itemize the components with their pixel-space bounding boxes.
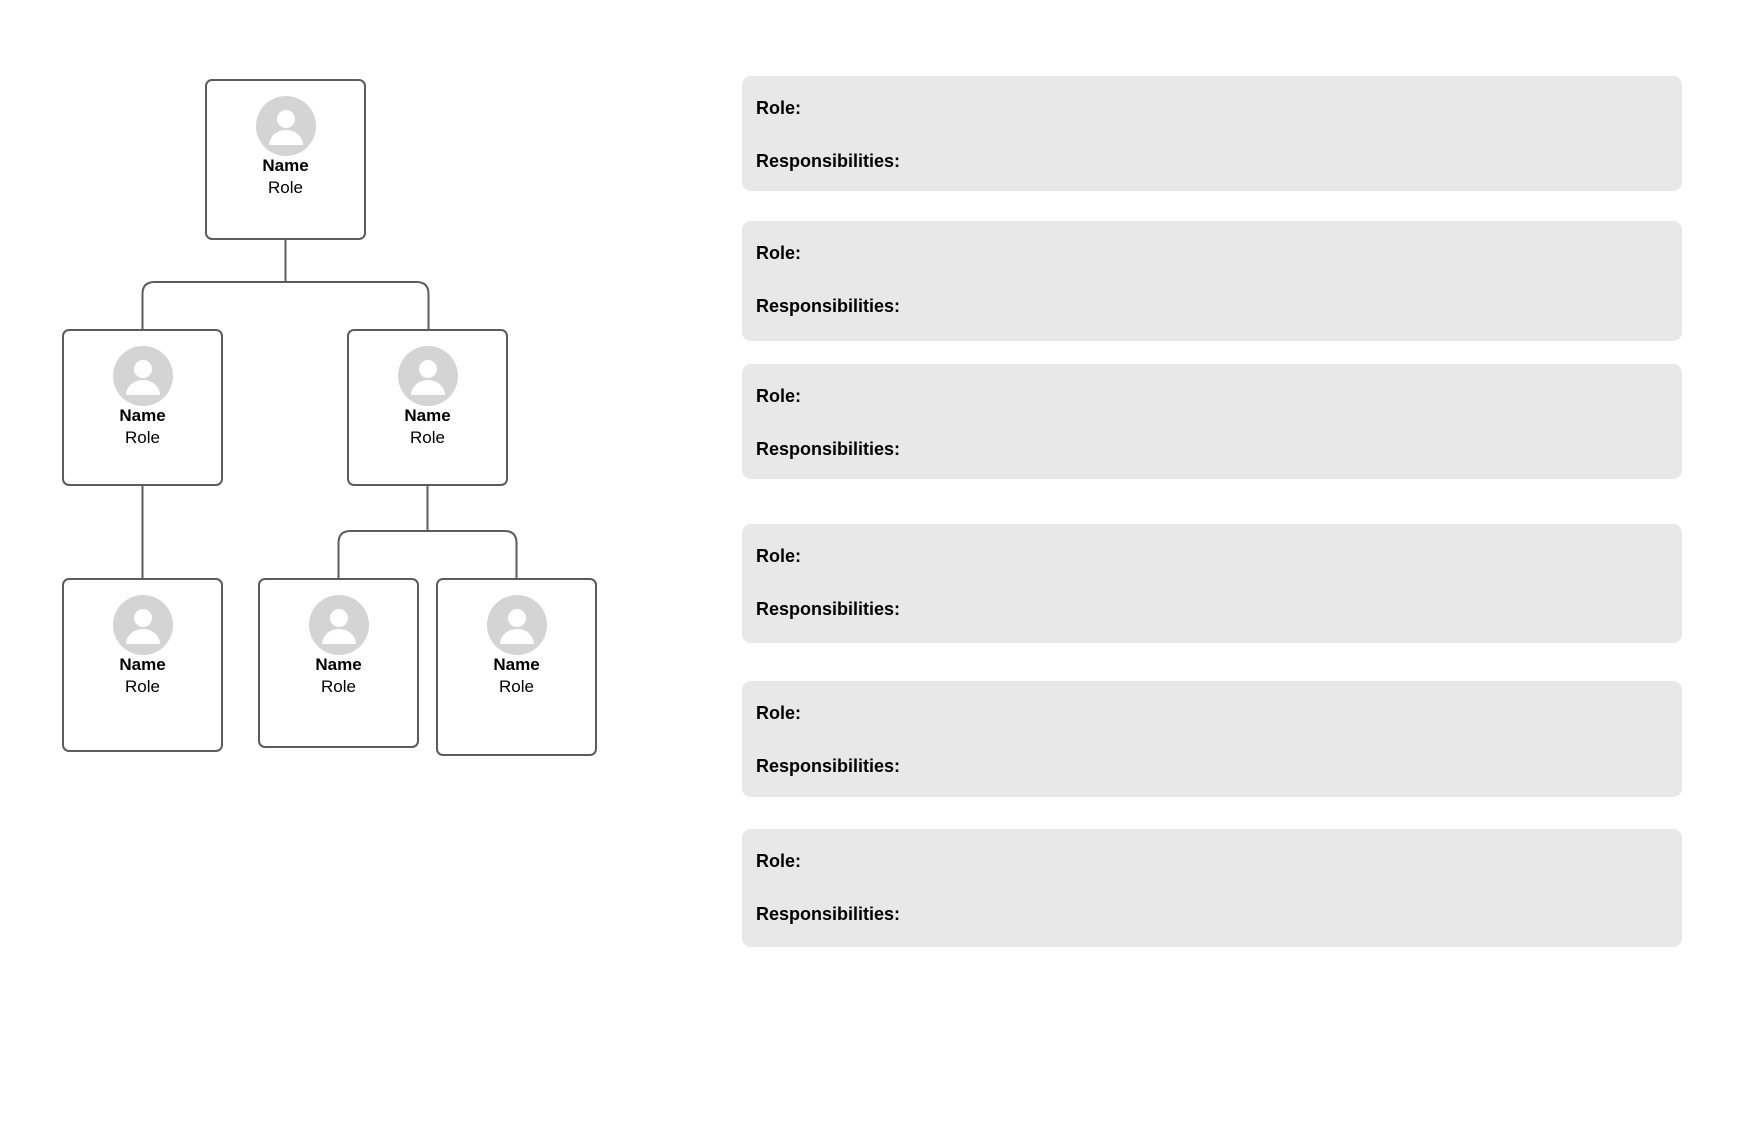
org-node-name: Name xyxy=(315,655,362,674)
responsibilities-label: Responsibilities: xyxy=(756,438,901,459)
role-label: Role: xyxy=(756,546,801,566)
org-chart-connectors xyxy=(141,239,518,579)
role-label: Role: xyxy=(756,243,801,263)
connector-node3-to-node5 xyxy=(337,530,429,579)
org-node-card-root[interactable]: Name Role xyxy=(205,79,366,240)
role-responsibility-panel-4[interactable]: Role: Responsibilities: xyxy=(742,524,1682,643)
role-responsibility-panel-3[interactable]: Role: Responsibilities: xyxy=(742,364,1682,479)
role-label: Role: xyxy=(756,703,801,723)
person-avatar-icon xyxy=(255,96,316,156)
org-node-card-n3[interactable]: Name Role xyxy=(347,329,508,486)
org-node-role: Role xyxy=(125,676,160,696)
org-node-card-n2[interactable]: Name Role xyxy=(62,329,223,486)
person-avatar-icon xyxy=(112,595,173,655)
role-label: Role: xyxy=(756,851,801,871)
org-node-name: Name xyxy=(262,156,309,175)
org-node-name: Name xyxy=(119,655,166,674)
org-node-role: Role xyxy=(268,177,303,197)
responsibilities-label: Responsibilities: xyxy=(756,903,901,924)
person-avatar-icon xyxy=(308,595,369,655)
responsibilities-label: Responsibilities: xyxy=(756,598,901,619)
org-node-name: Name xyxy=(493,655,540,674)
responsibilities-label: Responsibilities: xyxy=(756,755,901,776)
org-node-card-n5[interactable]: Name Role xyxy=(258,578,419,748)
org-node-role: Role xyxy=(321,676,356,696)
responsibilities-label: Responsibilities: xyxy=(756,150,901,171)
role-responsibility-panel-1[interactable]: Role: Responsibilities: xyxy=(742,76,1682,191)
org-node-card-n6[interactable]: Name Role xyxy=(436,578,597,756)
org-chart-panel: Name Role Name Role Name Role xyxy=(0,0,700,1125)
responsibilities-label: Responsibilities: xyxy=(756,295,901,316)
role-responsibility-panel-list: Role: Responsibilities: Role: Responsibi… xyxy=(742,0,1682,1125)
org-node-role: Role xyxy=(410,427,445,447)
org-node-role: Role xyxy=(499,676,534,696)
role-label: Role: xyxy=(756,98,801,118)
person-avatar-icon xyxy=(112,346,173,406)
role-responsibility-panel-2[interactable]: Role: Responsibilities: xyxy=(742,221,1682,341)
person-avatar-icon xyxy=(486,595,547,655)
connector-node3-to-node6 xyxy=(426,530,518,579)
org-node-name: Name xyxy=(404,406,451,425)
connector-root-to-node3 xyxy=(284,281,430,330)
person-avatar-icon xyxy=(397,346,458,406)
connector-root-to-node2 xyxy=(141,281,287,330)
role-label: Role: xyxy=(756,386,801,406)
org-node-role: Role xyxy=(125,427,160,447)
org-node-name: Name xyxy=(119,406,166,425)
org-node-card-n4[interactable]: Name Role xyxy=(62,578,223,752)
role-responsibility-panel-5[interactable]: Role: Responsibilities: xyxy=(742,681,1682,797)
role-responsibility-panel-6[interactable]: Role: Responsibilities: xyxy=(742,829,1682,947)
